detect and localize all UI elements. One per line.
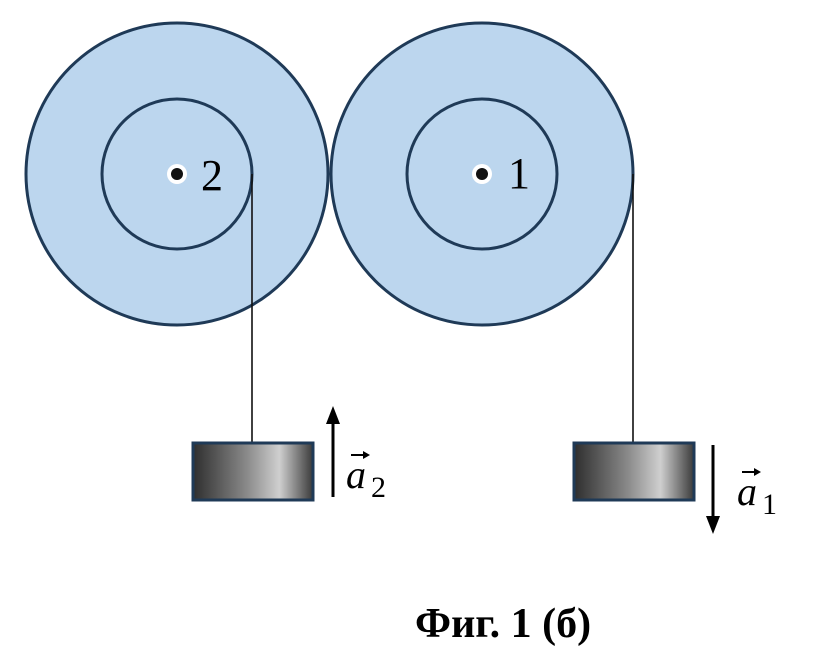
- weight-2: a 2: [191, 406, 386, 504]
- pulley-2-label: 2: [201, 151, 223, 200]
- pulley-1-axle: [476, 168, 488, 180]
- acceleration-2-subscript: 2: [371, 471, 386, 504]
- pulley-1: 1: [329, 21, 635, 327]
- pulley-1-label: 1: [508, 149, 530, 198]
- acceleration-1-arrow-head: [706, 516, 720, 534]
- acceleration-2-arrow-head: [326, 406, 340, 424]
- weight-1: a 1: [572, 441, 777, 534]
- acceleration-1-subscript: 1: [762, 488, 777, 521]
- figure-caption: Фиг. 1 (б): [415, 601, 591, 647]
- pulley-2-axle: [171, 168, 183, 180]
- weight-1-block: [572, 441, 696, 502]
- acceleration-2-label: a 2: [346, 451, 386, 504]
- acceleration-2-symbol: a: [346, 452, 366, 497]
- acceleration-1-label: a 1: [737, 468, 777, 521]
- vector-head-1: [754, 468, 761, 476]
- pulley-1-inner-hub: [405, 97, 559, 251]
- vector-head-2: [363, 451, 370, 459]
- acceleration-1-symbol: a: [737, 469, 757, 514]
- pulley-2: 2: [24, 21, 330, 327]
- weight-2-block: [191, 441, 315, 502]
